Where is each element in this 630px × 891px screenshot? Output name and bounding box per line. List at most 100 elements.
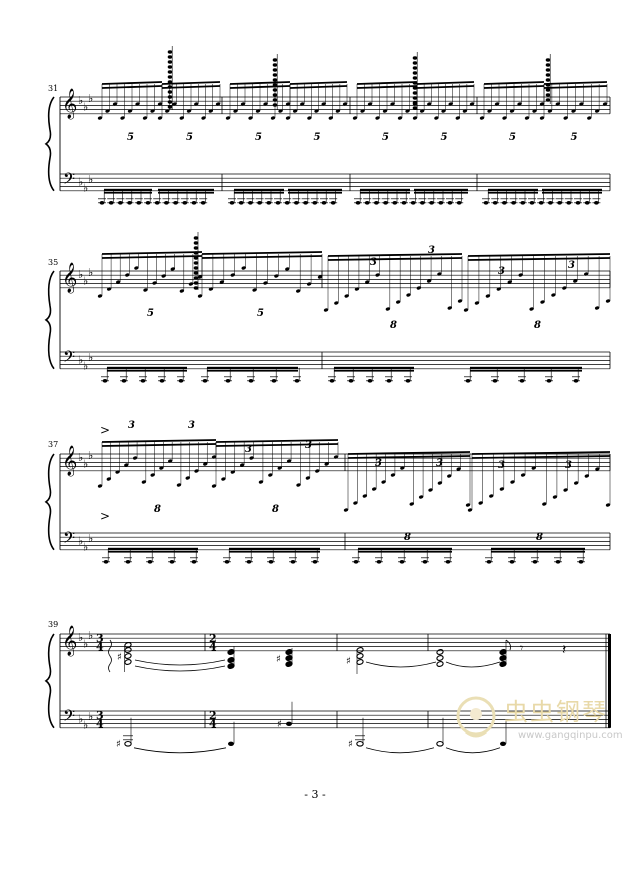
rh-note [447,306,452,310]
rh-note [134,266,139,270]
rh-note [552,495,558,499]
beam [229,85,291,89]
beam [207,369,298,372]
tuplet-number: 5 [314,132,321,143]
lh-note [353,560,359,564]
lh-note [367,379,373,383]
lh-note [445,560,451,564]
chord-note [193,246,199,250]
time-signature: 3 [96,709,104,722]
flat-key-signature: ♭ [88,92,93,105]
rh-note [97,484,103,488]
time-signature: 4 [96,718,104,731]
rh-note [170,267,175,271]
rh-note [434,116,439,120]
beam [358,550,452,553]
sharp-accidental: ♯ [277,719,282,730]
beam [229,547,320,550]
tuplet-number: 8 [404,532,411,543]
lh-note [159,379,165,383]
beam [288,188,342,191]
rh-note [208,109,213,113]
rh-note [315,469,320,473]
bass-note [500,741,506,746]
tie [134,665,226,672]
rh-note [323,308,329,312]
chord-note [272,83,278,87]
rh-note [354,287,360,291]
time-signature: 2 [209,632,217,645]
measure-number-35: 35 [48,258,59,267]
beam [104,191,152,194]
chord-note [167,85,173,89]
tuplet-number: 5 [127,132,134,143]
rh-note [571,109,576,113]
tuplet-number: 3 [568,260,575,271]
rh-note [485,294,490,298]
rh-note [594,109,600,113]
flat-key-signature: ♭ [88,629,93,642]
rh-note [168,459,173,463]
page-number: - 3 - [304,788,326,801]
rh-note [172,102,177,106]
chord-note [167,95,173,99]
rh-note [390,102,395,106]
tuplet-number: 3 [245,444,252,455]
lh-note [145,201,151,205]
rh-note [426,279,432,283]
rh-note [285,102,291,106]
rh-note [469,102,475,106]
watermark-title: 虫虫钢琴 [504,698,608,726]
rh-note [362,494,367,498]
lh-note [401,201,407,205]
beam [101,85,163,89]
flat-key-signature: ♭ [83,275,88,288]
lh-note [102,379,108,383]
rh-note [179,116,184,120]
beam [234,191,284,194]
rh-note [285,116,291,120]
lh-note [169,560,175,564]
rh-note [478,501,483,505]
rh-note [563,116,568,120]
beam [488,191,538,194]
lh-note [121,379,127,383]
chord-note [193,266,199,270]
sharp-accidental: ♯ [348,739,353,750]
rh-note [305,476,310,480]
rh-note [406,293,411,297]
tie [134,659,226,666]
lh-note [399,560,405,564]
lh-note [118,201,123,205]
bass-clef: 𝄢 [63,348,75,370]
rh-note [197,294,203,298]
chord-note [285,661,293,667]
chord-note [499,661,507,667]
lh-note [502,201,507,205]
lh-note [200,201,206,205]
rh-note [208,287,214,291]
rh-note [602,102,608,106]
lh-note [529,201,535,205]
tuplet-number: 8 [534,320,541,331]
lh-note [557,201,562,205]
chord-note [193,271,199,275]
tuplet-number: 3 [188,420,195,431]
rh-note [400,466,405,470]
chord-note [227,657,235,663]
lh-note [492,201,498,205]
flat-key-signature: ♭ [78,268,83,281]
rh-note [456,467,461,471]
rh-note [573,279,578,283]
rh-note [542,502,547,506]
rh-note [263,281,268,285]
time-signature: 4 [209,641,217,654]
rh-note [496,287,501,291]
rh-note [194,469,199,473]
tuplet-number: 8 [536,532,543,543]
lh-note [127,201,132,205]
time-signature: 3 [96,632,104,645]
rh-note [532,109,537,113]
tie [365,747,435,754]
eighth-rest: 𝄾 [520,641,523,655]
